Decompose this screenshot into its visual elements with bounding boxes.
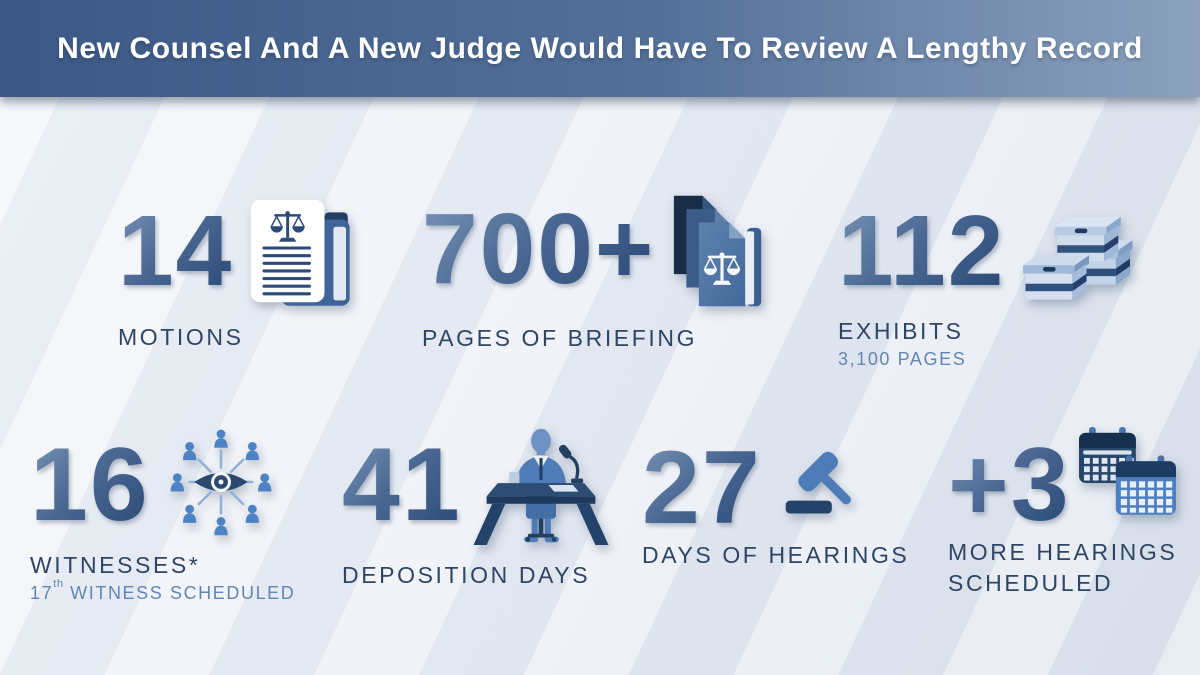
stat-deposition-value: 41 <box>342 427 462 543</box>
stat-witnesses-label: WITNESSES* <box>30 552 201 578</box>
briefs-stack-icon <box>674 195 762 307</box>
stat-briefing-value: 700+ <box>422 193 656 305</box>
stat-hearings-value: 27 <box>642 430 762 546</box>
stat-hearings: 27 DAYS OF HEARINGS <box>642 430 910 569</box>
calendar-stack-icon <box>1078 427 1176 515</box>
witness-sublabel-ordinal: th <box>53 577 64 590</box>
stat-briefing-label: PAGES OF BRIEFING <box>422 324 698 351</box>
stat-more-hearings-label-line2: SCHEDULED <box>948 570 1114 597</box>
stat-hearings-label: DAYS OF HEARINGS <box>642 542 910 569</box>
stat-more-hearings-value: +3 <box>948 427 1071 543</box>
stat-motions-label: MOTIONS <box>118 324 244 351</box>
slide-title: New Counsel And A New Judge Would Have T… <box>57 31 1143 65</box>
stat-witnesses-value: 16 <box>30 427 150 543</box>
motions-legal-document-icon <box>251 199 350 306</box>
stat-briefing: 700+ PAGES OF BRIEFING <box>422 193 763 352</box>
stat-exhibits-sublabel: 3,100 PAGES <box>838 348 967 369</box>
stat-motions: 14 MOTIONS <box>118 195 355 351</box>
witness-network-icon <box>170 429 272 536</box>
stat-deposition: 41 <box>342 427 616 589</box>
stat-motions-value: 14 <box>118 195 234 307</box>
header-bar: New Counsel And A New Judge Would Have T… <box>0 0 1200 97</box>
stat-more-hearings: +3 <box>948 427 1181 597</box>
exhibit-boxes-icon <box>1023 216 1133 300</box>
deposition-desk-icon <box>473 428 609 545</box>
gavel-icon <box>785 451 851 514</box>
stat-deposition-label: DEPOSITION DAYS <box>342 561 591 588</box>
stat-exhibits: 112 <box>838 195 1135 370</box>
stat-witnesses-sublabel: 17th WITNESS SCHEDULED <box>30 578 296 604</box>
stat-exhibits-label: EXHIBITS <box>838 317 964 344</box>
witness-sublabel-text: WITNESS SCHEDULED <box>70 583 296 603</box>
stat-more-hearings-label: MORE HEARINGS <box>948 539 1178 566</box>
witness-sublabel-number: 17 <box>30 583 54 603</box>
stat-exhibits-value: 112 <box>838 195 1006 307</box>
stat-witnesses: 16 <box>30 427 296 604</box>
